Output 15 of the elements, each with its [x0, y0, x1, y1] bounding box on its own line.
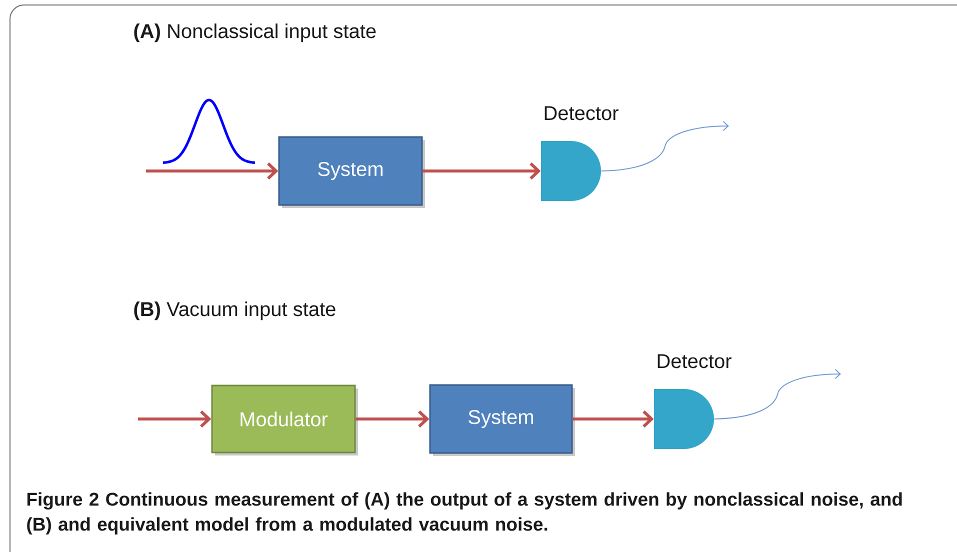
panel-heading: (A) Nonclassical input state [134, 24, 376, 42]
wavy-arrow [714, 369, 842, 420]
panel-heading: (B) Vacuum input state [134, 302, 336, 320]
arrow [572, 410, 654, 428]
wavy-arrow [600, 121, 730, 172]
process-box: Modulator [211, 384, 358, 456]
figure-caption: Figure 2 Continuous measurement of (A) the output of a system driven by nonclassical noise, and (B) and equivalent model from a modulated vacuum noise. [27, 492, 902, 534]
arrow [422, 162, 541, 180]
arrow [356, 410, 430, 428]
detector-label: Detector [658, 354, 732, 368]
process-box: System [278, 136, 425, 208]
process-box: System [429, 384, 575, 456]
arrow [146, 162, 278, 180]
arrow [138, 410, 212, 428]
detector-label: Detector [544, 106, 618, 120]
